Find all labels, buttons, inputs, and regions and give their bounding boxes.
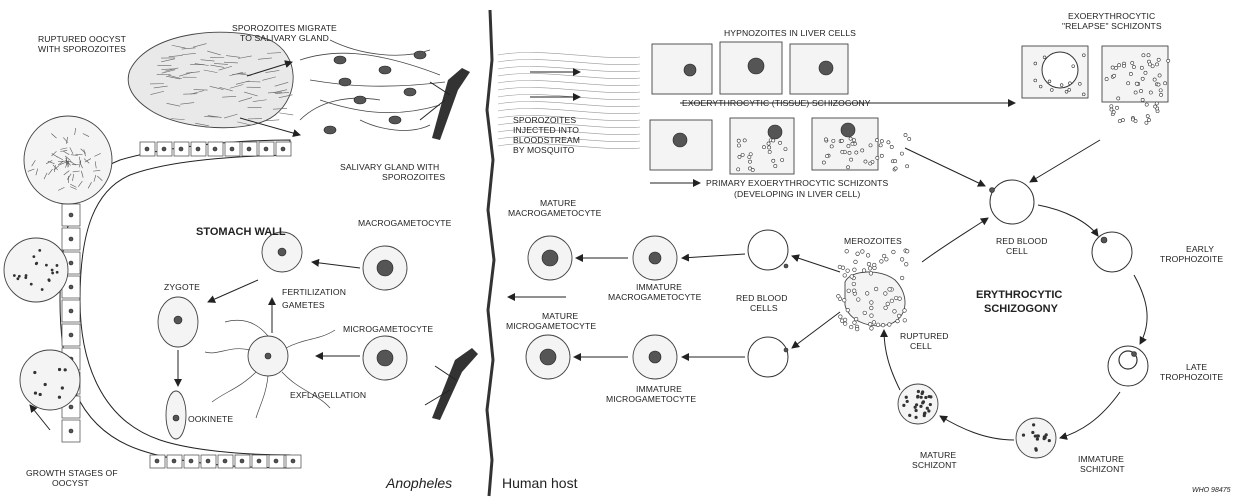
label-sporozoites-injected-2: INJECTED INTO — [513, 125, 579, 135]
label-sporozoites-injected-3: BLOODSTREAM — [513, 135, 580, 145]
label-red-blood-cell-2: CELL — [1006, 246, 1028, 256]
label-hypnozoites: HYPNOZOITES IN LIVER CELLS — [724, 28, 856, 38]
label-primary-exo-schizonts-2: (DEVELOPING IN LIVER CELL) — [734, 189, 860, 199]
label-mature-micro-2: MICROGAMETOCYTE — [506, 321, 596, 331]
ruptured-cell-merozoites — [836, 248, 910, 332]
label-exo-relapse-2: "RELAPSE" SCHIZONTS — [1062, 21, 1162, 31]
label-red-blood-cells-2: CELLS — [750, 303, 778, 313]
macrogametocyte-cell — [362, 245, 408, 291]
ookinete-cell — [165, 390, 187, 440]
label-mature-schizont: MATURE — [920, 450, 956, 460]
host-divider — [485, 9, 496, 497]
label-schizogony: SCHIZOGONY — [984, 303, 1059, 315]
label-salivary-gland-2: SPOROZOITES — [382, 172, 445, 182]
mature-microgametocyte-cell — [525, 334, 571, 380]
label-early-trophozoite: EARLY — [1186, 244, 1214, 254]
label-sporozoites-migrate: SPOROZOITES MIGRATE — [232, 23, 337, 33]
oocyst-growth-stages — [3, 237, 81, 411]
mosquito-stage — [3, 31, 478, 469]
label-ookinete: OOKINETE — [188, 414, 233, 424]
label-merozoites: MEROZOITES — [844, 236, 902, 246]
exflagellation-cell — [204, 319, 336, 419]
label-late-trophozoite: LATE — [1186, 362, 1207, 372]
hypnozoite-liver-cells — [651, 41, 849, 95]
immature-microgametocyte-cell — [632, 334, 678, 380]
red-blood-cell — [989, 179, 1035, 225]
label-growth-stages-2: OOCYST — [52, 478, 90, 488]
primary-exo-schizonts — [649, 117, 912, 175]
label-sporozoites-injected: SPOROZOITES — [513, 115, 576, 125]
sporozoite-mass — [127, 31, 294, 129]
label-mature-schizont-2: SCHIZONT — [912, 460, 957, 470]
label-early-trophozoite-2: TROPHOZOITE — [1160, 254, 1223, 264]
mosquito-bottom-icon — [424, 348, 478, 420]
salivary-gland — [299, 39, 446, 135]
mosquito-arrows — [29, 60, 361, 431]
label-human-host: Human host — [502, 475, 578, 491]
label-red-blood-cells: RED BLOOD — [736, 293, 788, 303]
diagram-labels: RUPTURED OOCYST WITH SPOROZOITES SPOROZO… — [26, 11, 1231, 494]
label-who-reference: WHO 98475 — [1192, 487, 1231, 494]
fertilization-cell — [261, 231, 303, 273]
label-mature-macro: MATURE — [540, 198, 576, 208]
label-gametes: GAMETES — [282, 300, 325, 310]
label-fertilization: FERTILIZATION — [282, 287, 346, 297]
label-immature-macro: IMMATURE — [636, 282, 682, 292]
mature-schizont-cell — [897, 383, 939, 425]
label-erythrocytic: ERYTHROCYTIC — [976, 289, 1062, 301]
label-immature-micro-2: MICROGAMETOCYTE — [606, 394, 696, 404]
red-blood-cells-pair — [747, 229, 789, 378]
label-macrogametocyte: MACROGAMETOCYTE — [358, 218, 452, 228]
early-trophozoite-cell — [1091, 231, 1133, 273]
label-sporozoites-migrate-2: TO SALIVARY GLAND — [240, 33, 329, 43]
label-exo-relapse: EXOERYTHROCYTIC — [1068, 11, 1155, 21]
label-mature-macro-2: MACROGAMETOCYTE — [508, 208, 602, 218]
label-immature-macro-2: MACROGAMETOCYTE — [608, 292, 702, 302]
label-growth-stages: GROWTH STAGES OF — [26, 468, 118, 478]
human-arrows — [507, 99, 1148, 441]
microgametocyte-cell — [362, 335, 408, 381]
label-red-blood-cell: RED BLOOD — [996, 236, 1048, 246]
label-immature-schizont: IMMATURE — [1078, 454, 1124, 464]
label-exo-tissue-schizogony: EXOERYTHROCYTIC (TISSUE) SCHIZOGONY — [682, 98, 871, 108]
zygote-cell — [157, 296, 199, 348]
label-late-trophozoite-2: TROPHOZOITE — [1160, 372, 1223, 382]
label-exflagellation: EXFLAGELLATION — [290, 390, 366, 400]
human-host-stage — [497, 41, 1171, 459]
immature-schizont-cell — [1015, 417, 1057, 459]
label-immature-micro: IMMATURE — [636, 384, 682, 394]
immature-macrogametocyte-cell — [632, 235, 678, 281]
label-ruptured-cell-2: CELL — [910, 341, 932, 351]
label-ruptured-oocyst-2: WITH SPOROZOITES — [38, 44, 126, 54]
label-salivary-gland: SALIVARY GLAND WITH — [340, 162, 439, 172]
relapse-schizonts — [1021, 45, 1171, 125]
label-anopheles: Anopheles — [385, 475, 452, 491]
label-ruptured-cell: RUPTURED — [900, 331, 949, 341]
ruptured-oocyst-illustration — [23, 115, 113, 205]
label-microgametocyte: MICROGAMETOCYTE — [343, 324, 433, 334]
label-immature-schizont-2: SCHIZONT — [1080, 464, 1125, 474]
stomach-wall — [59, 139, 302, 469]
late-trophozoite-cell — [1107, 345, 1149, 387]
label-sporozoites-injected-4: BY MOSQUITO — [513, 145, 575, 155]
mature-macrogametocyte-cell — [527, 235, 573, 281]
mosquito-top-icon — [419, 68, 470, 140]
label-stomach-wall: STOMACH WALL — [196, 226, 286, 238]
label-ruptured-oocyst: RUPTURED OOCYST — [38, 34, 127, 44]
label-primary-exo-schizonts: PRIMARY EXOERYTHROCYTIC SCHIZONTS — [706, 178, 889, 188]
bloodstream-streaks — [497, 52, 641, 150]
label-mature-micro: MATURE — [542, 311, 578, 321]
label-zygote: ZYGOTE — [164, 282, 200, 292]
